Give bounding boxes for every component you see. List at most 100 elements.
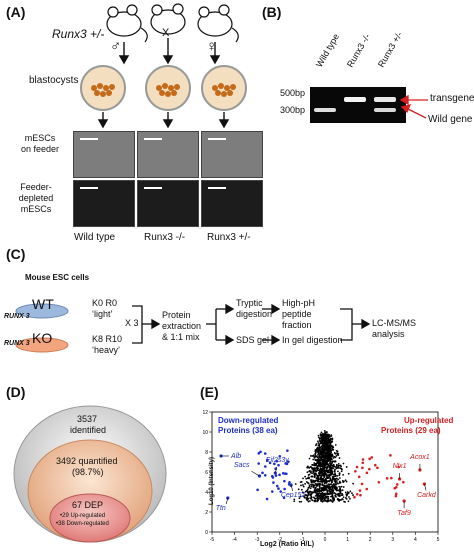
data-point: [319, 483, 322, 486]
data-point: [335, 477, 338, 480]
data-point: [309, 479, 312, 482]
up-regulated-point: [394, 494, 398, 498]
data-point: [323, 497, 326, 500]
data-point: [314, 452, 317, 454]
down-regulated-point: [263, 452, 267, 455]
x-tick-label: -4: [232, 537, 237, 543]
data-point: [344, 501, 346, 503]
data-point: [300, 500, 303, 503]
data-point: [300, 481, 303, 483]
up-title-1: Up-regulated: [404, 416, 454, 425]
data-point: [325, 447, 328, 449]
y-tick-label: 2: [205, 510, 208, 516]
data-point: [333, 465, 336, 468]
data-point: [340, 470, 343, 473]
y-tick-label: 12: [202, 410, 208, 416]
up-regulated-point: [402, 480, 405, 484]
data-point: [324, 488, 327, 491]
up-regulated-point: [393, 486, 396, 490]
data-point: [331, 487, 334, 490]
venn-inner-up: •29 Up-regulated: [60, 513, 106, 519]
data-point: [316, 495, 319, 498]
data-point: [318, 449, 321, 451]
data-point: [321, 497, 324, 500]
female-symbol-icon: ♀: [206, 38, 218, 55]
x-tick-label: 1: [346, 537, 349, 543]
protein-label-ttn: Ttn: [216, 505, 226, 512]
micrograph-depleted-ko: [137, 180, 199, 227]
data-point: [339, 486, 341, 488]
data-point: [326, 463, 328, 465]
data-point: [329, 437, 332, 440]
step-ingel: In gel digestion: [282, 335, 343, 345]
data-point: [316, 456, 319, 458]
data-point: [320, 434, 323, 437]
label-light: ‘light’: [92, 309, 113, 319]
data-point: [316, 499, 319, 502]
data-point: [306, 496, 309, 499]
data-point: [328, 486, 331, 489]
data-point: [330, 495, 333, 498]
data-point: [352, 494, 354, 496]
data-point: [313, 490, 316, 492]
data-point: [334, 481, 337, 484]
data-point: [304, 482, 307, 485]
data-point: [332, 448, 335, 451]
data-point: [333, 497, 335, 500]
data-point: [293, 498, 296, 501]
up-regulated-point: [370, 456, 374, 459]
data-point: [315, 489, 318, 492]
protein-label-alb: Alb: [230, 453, 241, 460]
data-point: [338, 474, 341, 477]
data-point: [347, 500, 350, 503]
data-point: [323, 485, 326, 487]
band-label-wild-gene: Wild gene: [428, 114, 473, 125]
data-point: [335, 489, 338, 492]
micrograph-feeder-het: [201, 131, 263, 178]
x-tick-label: -5: [210, 537, 215, 543]
row-label-depleted: Feeder-depleted mESCs: [18, 182, 54, 214]
down-regulated-point: [287, 460, 290, 463]
down-regulated-point: [281, 472, 285, 475]
data-point: [316, 492, 319, 495]
data-point: [324, 469, 327, 472]
data-point: [325, 443, 328, 446]
blastocysts-label: blastocysts: [29, 75, 79, 86]
data-point: [320, 494, 323, 497]
data-point: [323, 481, 326, 483]
label-arrow: [251, 470, 260, 477]
data-point: [322, 473, 325, 476]
data-point: [319, 495, 321, 498]
label-arrow: [274, 466, 278, 474]
data-point: [307, 497, 310, 500]
data-point: [338, 482, 341, 484]
data-point: [333, 475, 336, 477]
data-point: [333, 487, 336, 489]
data-point: [320, 435, 323, 438]
data-point: [318, 486, 321, 489]
data-point: [303, 495, 305, 498]
micrograph-depleted-het: [201, 180, 263, 227]
data-point: [319, 437, 322, 440]
data-point: [319, 490, 322, 492]
data-point: [321, 479, 324, 482]
data-point: [308, 485, 311, 488]
down-regulated-point: [278, 455, 282, 458]
down-regulated-point: [268, 461, 272, 465]
up-regulated-point: [361, 461, 365, 465]
data-point: [327, 469, 330, 472]
up-regulated-point: [361, 458, 365, 461]
data-point: [322, 437, 325, 440]
data-point: [327, 463, 330, 466]
marker-300bp: 300bp: [280, 105, 306, 115]
data-point: [320, 492, 323, 495]
data-point: [321, 433, 324, 435]
data-point: [320, 463, 323, 466]
down-regulated-point: [286, 449, 289, 452]
down-regulated-point: [282, 496, 286, 500]
data-point: [302, 484, 304, 486]
data-point: [321, 454, 323, 457]
marker-500bp: 500bp: [280, 88, 306, 98]
